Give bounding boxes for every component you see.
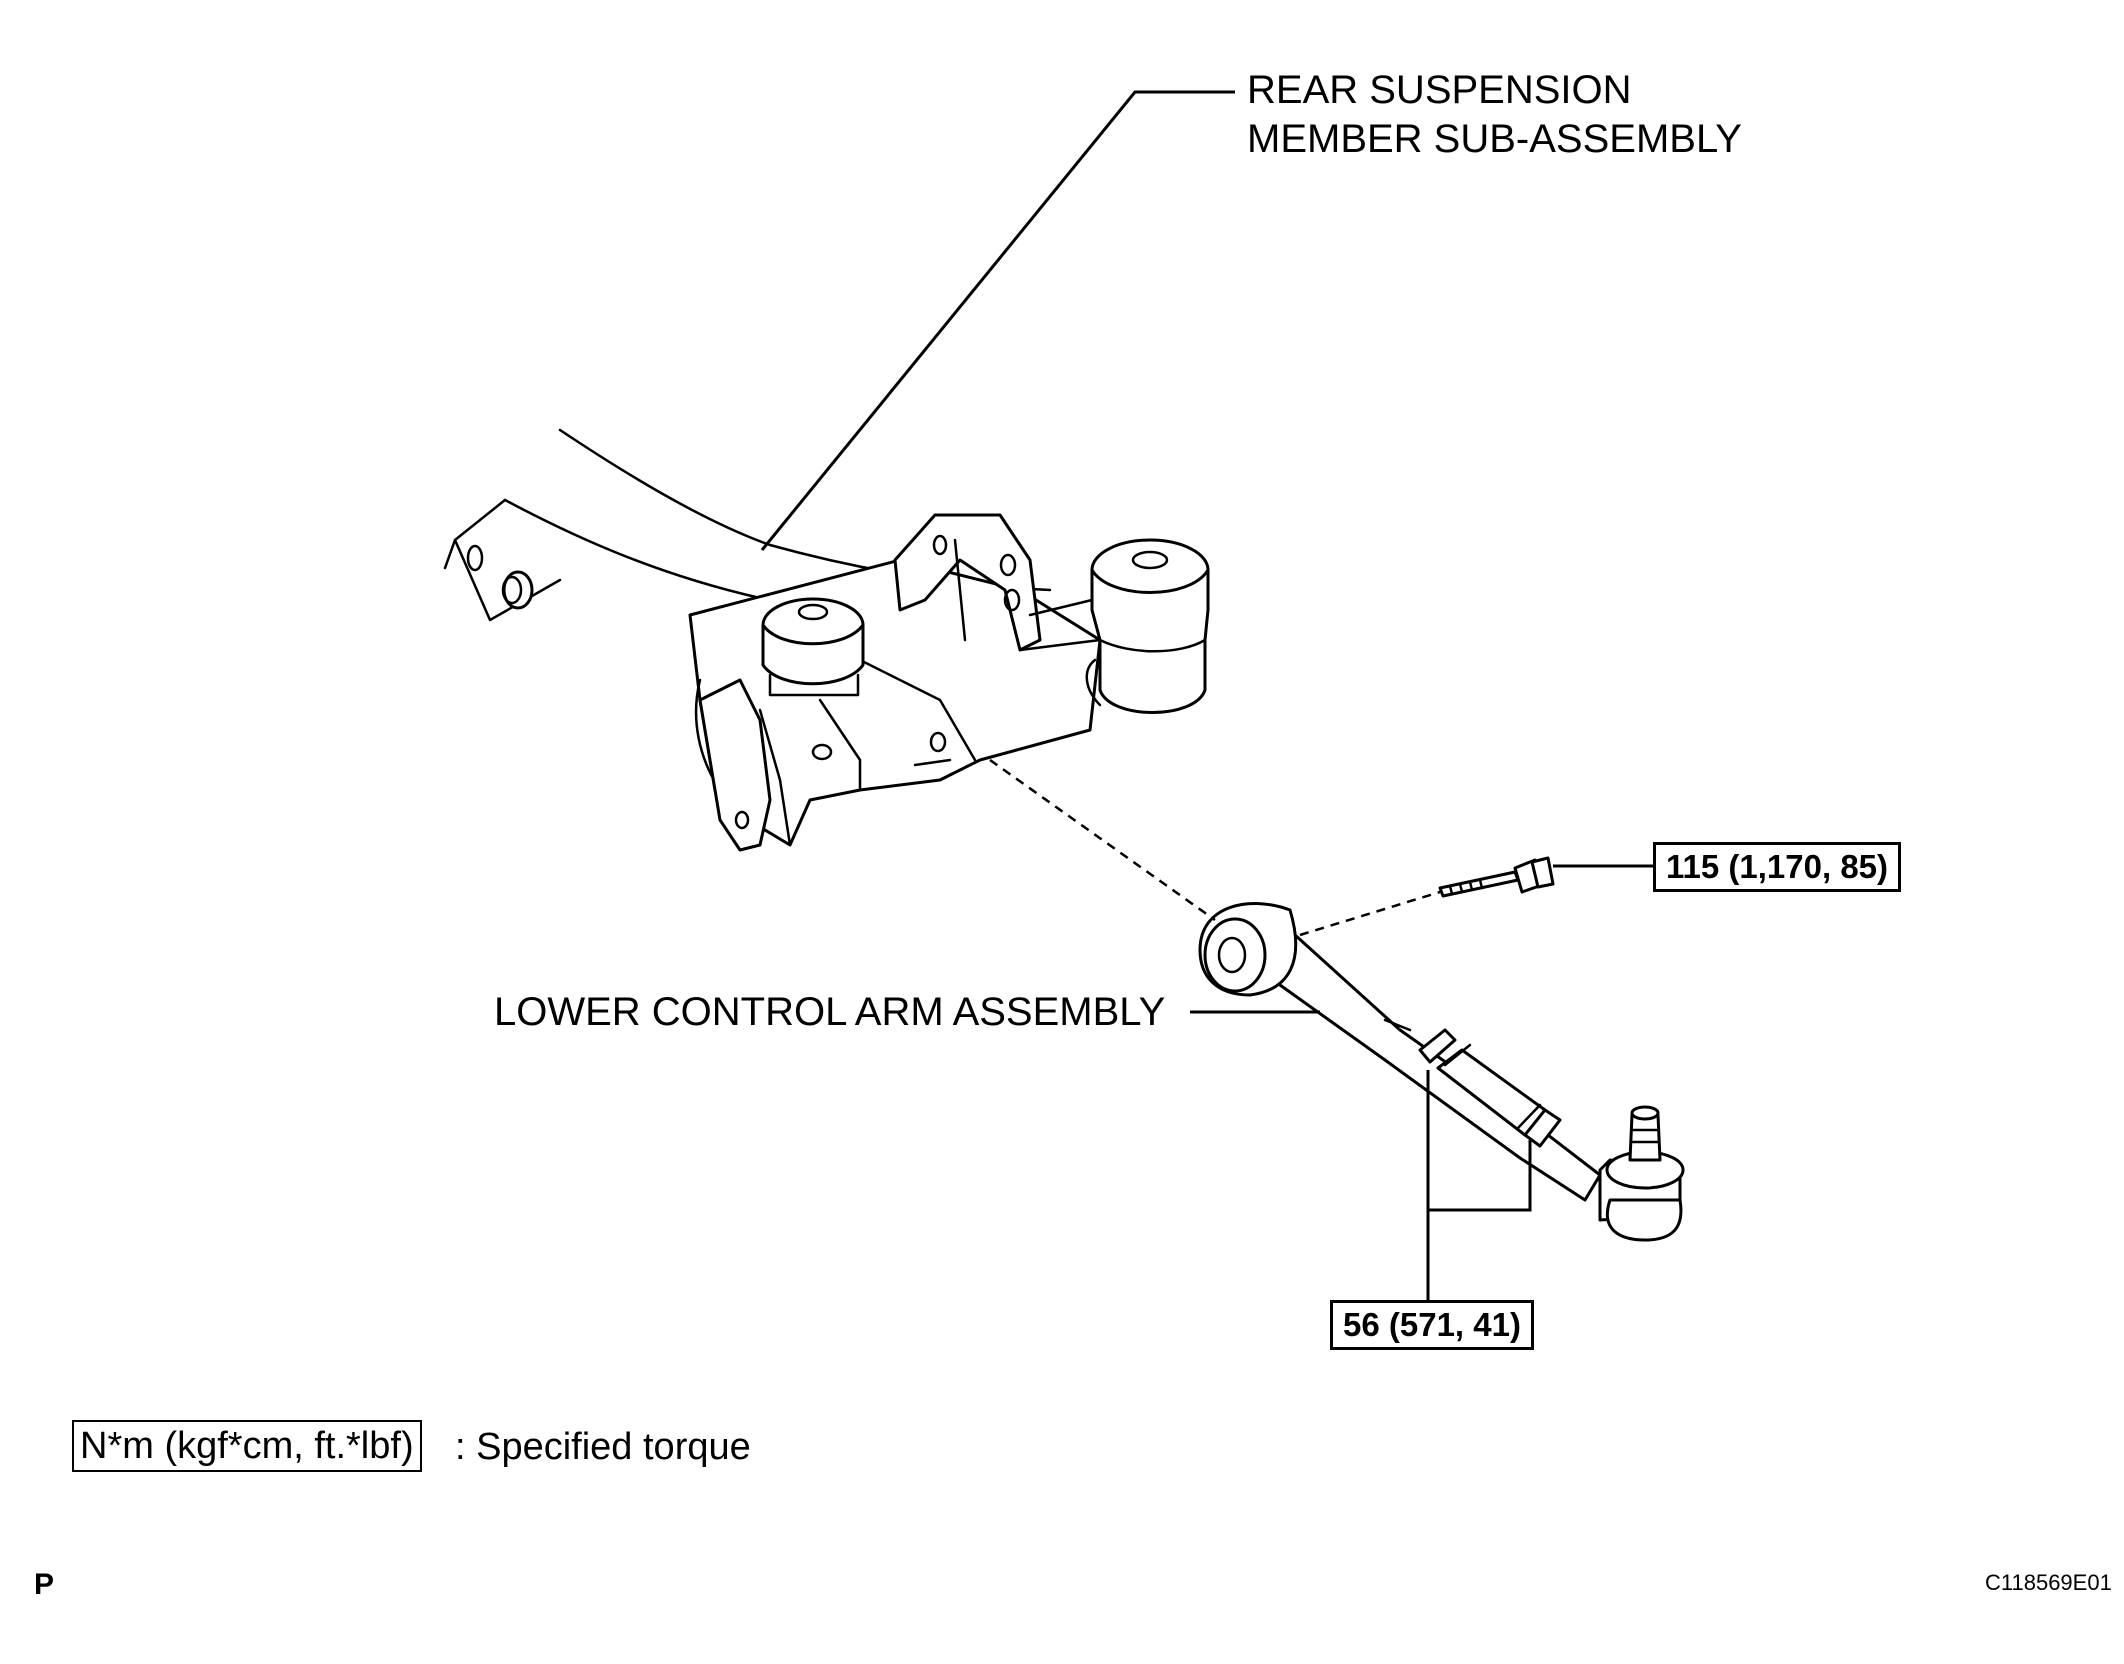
install-line-arm <box>989 758 1216 922</box>
lower-control-arm-drawing <box>1198 902 1685 1242</box>
torque-legend-description: : Specified torque <box>455 1426 751 1468</box>
mounting-bolt-drawing <box>1438 856 1555 898</box>
leader-locknut-torque <box>1426 1070 1532 1300</box>
torque-legend-box: N*m (kgf*cm, ft.*lbf) <box>72 1420 422 1472</box>
locknut-torque-box: 56 (571, 41) <box>1330 1300 1534 1350</box>
lower-control-arm-label: LOWER CONTROL ARM ASSEMBLY <box>494 990 1166 1034</box>
rear-suspension-member-drawing <box>443 428 1210 852</box>
install-line-bolt <box>1299 890 1441 937</box>
bolt-torque-box: 115 (1,170, 85) <box>1653 842 1902 892</box>
figure-code: C118569E01 <box>1985 1570 2112 1595</box>
rear-member-label-line-2: MEMBER SUB-ASSEMBLY <box>1247 117 1742 161</box>
section-letter: P <box>34 1568 55 1601</box>
rear-suspension-member-label: REAR SUSPENSION MEMBER SUB-ASSEMBLY <box>1247 66 1742 164</box>
rear-member-label-line-1: REAR SUSPENSION <box>1247 68 1632 112</box>
leader-rear-member <box>760 90 1235 551</box>
